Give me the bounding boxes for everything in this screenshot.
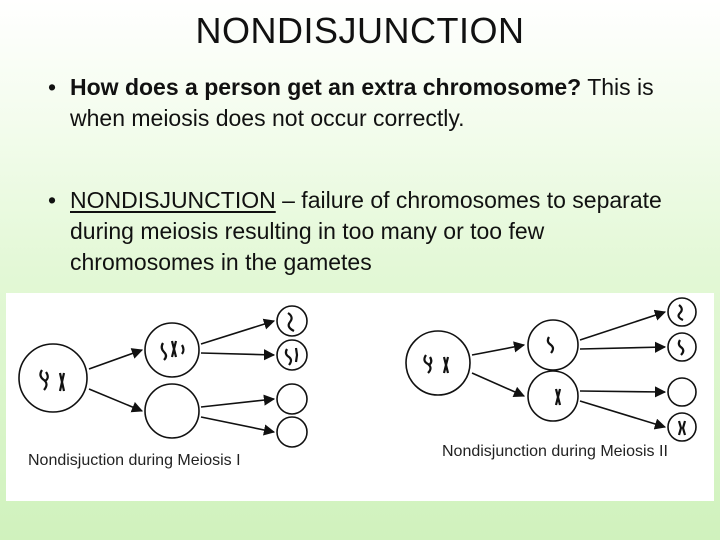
gamete-cell [276, 339, 308, 371]
parent-cell [18, 343, 88, 413]
diagram-drawing [18, 297, 697, 448]
daughter-cell [527, 370, 579, 422]
bullet-2: • NONDISJUNCTION – failure of chromosome… [48, 185, 690, 278]
bullet-1-question: How does a person get an extra chromosom… [70, 74, 582, 100]
caption-meiosis-2: Nondisjunction during Meiosis II [442, 443, 668, 460]
meiosis-1-panel [18, 305, 308, 448]
gamete-cell [276, 416, 308, 448]
meiosis-2-panel [405, 297, 697, 442]
gamete-cell [667, 297, 697, 327]
gamete-cell [276, 383, 308, 415]
bullet-2-text: – failure of chromosomes to separate dur… [70, 187, 662, 275]
caption-meiosis-1: Nondisjuction during Meiosis I [28, 452, 241, 469]
daughter-cell-empty [144, 383, 200, 439]
bullet-1-text: This is when meiosis does not occur corr… [70, 74, 654, 131]
chromosome-marks [423, 304, 687, 436]
gamete-cell [276, 305, 308, 337]
bullet-dot: • [47, 74, 57, 100]
bullet-1: • How does a person get an extra chromos… [48, 72, 690, 134]
chromosome-marks [39, 312, 299, 392]
gamete-cell [667, 412, 697, 442]
gamete-cell [667, 377, 697, 407]
bullet-2-term: NONDISJUNCTION [70, 187, 276, 213]
nondisjunction-diagram: Nondisjuction during Meiosis I Nondisjun… [6, 293, 714, 501]
bullet-dot: • [47, 187, 57, 213]
daughter-cell-extra [144, 322, 200, 378]
gamete-cell [667, 332, 697, 362]
parent-cell [405, 330, 471, 396]
daughter-cell [527, 319, 579, 371]
slide-title: NONDISJUNCTION [195, 10, 525, 51]
